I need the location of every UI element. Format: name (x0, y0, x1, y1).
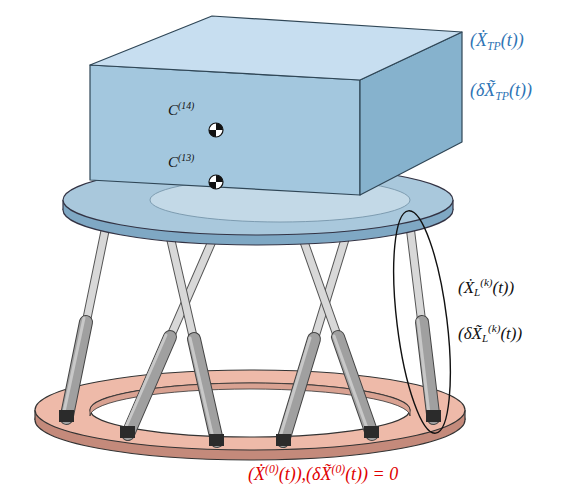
superscript-text: (13) (178, 152, 194, 163)
leg-displacement-label: (δX̃L(k)(t)) (458, 322, 522, 346)
actuator-legs (59, 226, 441, 446)
point-label: C(13) (168, 152, 194, 171)
leg-6 (410, 226, 441, 422)
subscript-text: L (474, 286, 480, 298)
point-label: C(14) (168, 100, 194, 119)
base-condition-label: (Ẋ(0)(t)),(δX̃(0)(t)) = 0 (248, 463, 398, 486)
formula-text: (t)) (501, 30, 524, 50)
superscript-text: (0) (265, 463, 279, 476)
subscript-text: L (482, 332, 488, 344)
superscript-text: (k) (488, 322, 500, 334)
formula-text: (t)) (509, 80, 532, 100)
leg-velocity-label: (ẊL(k)(t)) (458, 276, 514, 300)
formula-text: (δX̃ (470, 80, 495, 100)
formula-text: (t)) = 0 (345, 464, 398, 484)
center-of-mass-marker (209, 175, 223, 189)
formula-text: (t)),(δX̃ (279, 464, 332, 484)
leg-3 (170, 236, 224, 446)
formula-text: C (168, 154, 178, 170)
center-of-mass-marker (209, 123, 223, 137)
superscript-text: (14) (178, 100, 194, 111)
formula-text: (Ẋ (248, 464, 265, 484)
leg-callout-ellipse (384, 208, 461, 436)
formula-text: (Ẋ (470, 30, 487, 50)
subscript-text: TP (495, 90, 509, 103)
formula-text: C (168, 102, 178, 118)
subscript-text: TP (487, 40, 501, 53)
platform-velocity-label: (ẊTP(t)) (470, 30, 524, 54)
superscript-text: (k) (480, 276, 492, 288)
formula-text: (t)) (492, 278, 514, 297)
formula-text: (t)) (500, 324, 522, 343)
formula-text: (δX̃ (458, 324, 482, 343)
leg-1 (59, 226, 106, 422)
payload-box (90, 16, 462, 195)
formula-text: (Ẋ (458, 278, 474, 297)
superscript-text: (0) (331, 463, 345, 476)
base-ring (35, 370, 465, 460)
platform-displacement-label: (δX̃TP(t)) (470, 80, 532, 104)
leg-5 (303, 239, 379, 438)
